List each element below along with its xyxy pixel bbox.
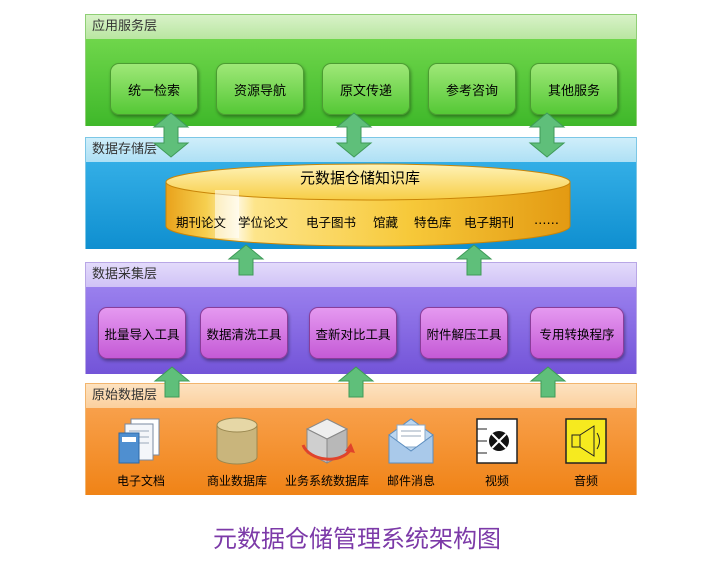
source-audio: 音频 <box>541 415 631 495</box>
db-item-ebooks: 电子图书 <box>306 215 357 230</box>
layer-title: 应用服务层 <box>86 15 636 39</box>
source-commercial-db: 商业数据库 <box>192 415 282 495</box>
db-item-holdings: 馆藏 <box>373 215 399 230</box>
source-video: 视频 <box>452 415 542 495</box>
unified-search-button[interactable]: 统一检索 <box>110 63 198 115</box>
db-item-ejournals: 电子期刊 <box>464 215 515 230</box>
speaker-icon <box>565 418 607 464</box>
batch-import-tool-button[interactable]: 批量导入工具 <box>98 307 186 359</box>
layer-title: 数据采集层 <box>86 263 636 287</box>
cube-sync-icon <box>301 418 355 464</box>
source-electronic-docs: 电子文档 <box>96 415 186 495</box>
up-arrow-icon <box>529 366 567 398</box>
novelty-compare-tool-button[interactable]: 查新对比工具 <box>309 307 397 359</box>
db-item-more: …… <box>534 212 559 227</box>
data-cleaning-tool-button[interactable]: 数据清洗工具 <box>200 307 288 359</box>
source-label: 电子文档 <box>116 474 165 488</box>
other-services-button[interactable]: 其他服务 <box>530 63 618 115</box>
attachment-extract-tool-button[interactable]: 附件解压工具 <box>420 307 508 359</box>
reference-consulting-button[interactable]: 参考咨询 <box>428 63 516 115</box>
source-label: 邮件消息 <box>386 474 435 488</box>
source-business-db: 业务系统数据库 <box>282 415 372 495</box>
up-arrow-icon <box>455 244 493 276</box>
db-item-journal-papers: 期刊论文 <box>176 215 227 230</box>
source-label: 业务系统数据库 <box>284 474 369 488</box>
diagram-caption: 元数据仓储管理系统架构图 <box>213 525 501 553</box>
envelope-icon <box>388 418 434 464</box>
database-cylinder-icon <box>165 163 571 247</box>
document-delivery-button[interactable]: 原文传递 <box>322 63 410 115</box>
double-arrow-icon <box>152 112 190 158</box>
double-arrow-icon <box>335 112 373 158</box>
source-label: 音频 <box>573 474 598 488</box>
conversion-program-button[interactable]: 专用转换程序 <box>530 307 624 359</box>
video-icon <box>476 418 518 464</box>
up-arrow-icon <box>227 244 265 276</box>
knowledge-base-title: 元数据仓储知识库 <box>299 169 420 187</box>
source-label: 视频 <box>484 474 509 488</box>
double-arrow-icon <box>528 112 566 158</box>
db-item-theses: 学位论文 <box>238 215 289 230</box>
up-arrow-icon <box>337 366 375 398</box>
layer-body <box>86 408 636 495</box>
source-email: 邮件消息 <box>366 415 456 495</box>
resource-navigation-button[interactable]: 资源导航 <box>216 63 304 115</box>
db-item-special-collections: 特色库 <box>414 215 452 230</box>
document-stack-icon <box>118 418 160 464</box>
up-arrow-icon <box>153 366 191 398</box>
source-label: 商业数据库 <box>206 474 267 488</box>
database-icon <box>216 417 258 465</box>
